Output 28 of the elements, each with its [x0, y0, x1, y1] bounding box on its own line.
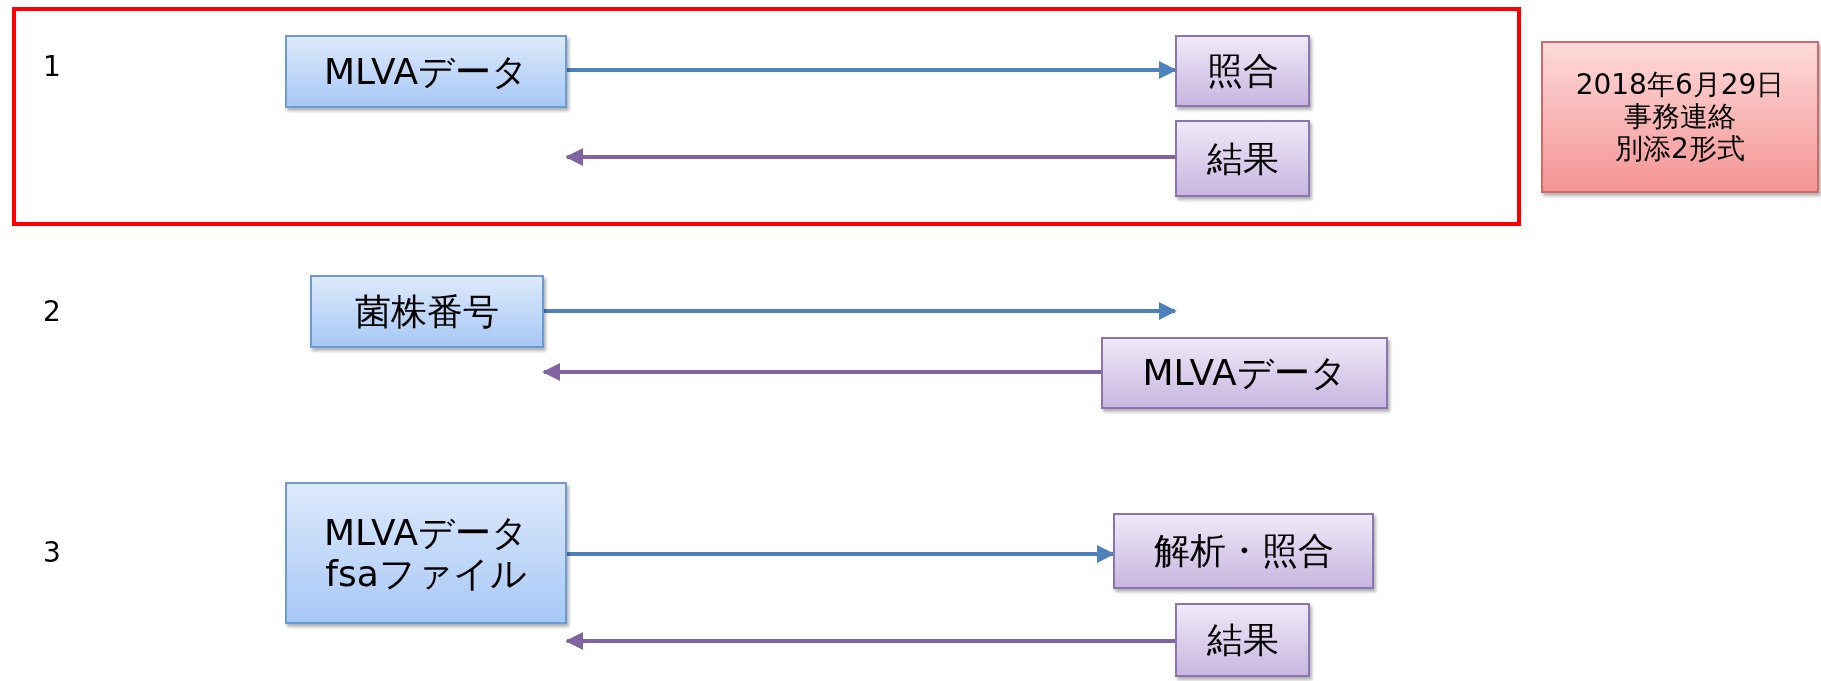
data-box: [285, 35, 567, 108]
arrow: [542, 363, 1101, 381]
process-box: [1113, 513, 1374, 589]
box-label: MLVAデータ fsaファイル: [322, 511, 530, 595]
process-box: [1175, 35, 1310, 107]
arrow: [565, 148, 1175, 166]
highlight-frame: [12, 7, 1521, 226]
box-label: 解析・照合: [1153, 530, 1334, 572]
row-number: 2: [43, 295, 61, 328]
box-label: 結果: [1206, 137, 1279, 180]
arrow: [567, 545, 1115, 563]
arrow: [544, 302, 1177, 320]
box-label: 結果: [1206, 619, 1279, 661]
data-box: [310, 275, 544, 348]
row-number: 3: [43, 536, 61, 569]
box-label: 2018年6月29日事務連絡別添2形式: [1575, 68, 1785, 166]
result-box: [1175, 603, 1310, 677]
box-label: 照合: [1206, 50, 1279, 92]
data-box: [285, 482, 567, 624]
arrow: [567, 61, 1177, 79]
row-number: 1: [43, 50, 61, 83]
arrow: [565, 632, 1175, 650]
box-label: 菌株番号: [355, 290, 499, 333]
note-box: [1541, 41, 1819, 193]
box-label: MLVAデータ: [1142, 352, 1347, 394]
data-box: [1101, 337, 1388, 409]
result-box: [1175, 120, 1310, 197]
box-label: MLVAデータ: [323, 50, 529, 93]
